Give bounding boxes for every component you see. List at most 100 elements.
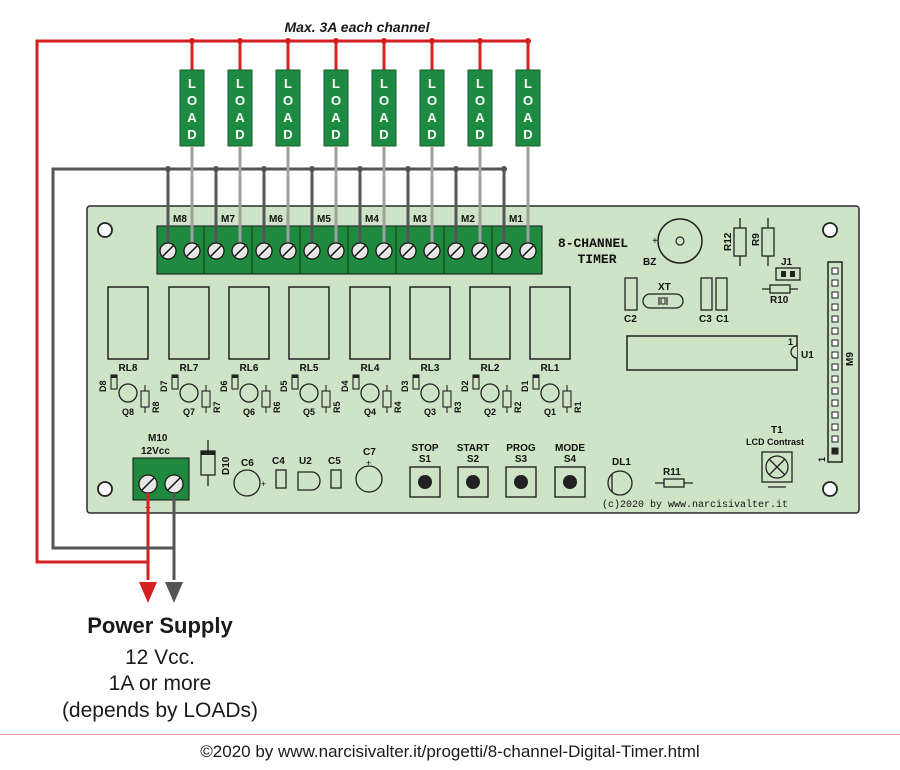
c7-plus: + [366, 458, 371, 468]
load-rect [371, 69, 397, 147]
header-pin [831, 315, 839, 323]
mounting-hole [97, 222, 113, 238]
diode-label: D1 [520, 380, 530, 392]
transistor [540, 383, 560, 403]
resistor-label: R8 [151, 401, 161, 413]
resistor [382, 390, 392, 408]
load-letter: O [283, 93, 293, 108]
r12-label: R12 [723, 232, 734, 251]
u1-label: U1 [801, 350, 814, 361]
screw-slot [473, 244, 487, 258]
r12-body [733, 227, 747, 257]
switch-function-label: MODE [555, 443, 585, 454]
wire-junction [477, 38, 483, 44]
terminal-label: M8 [173, 214, 187, 225]
load-letter: D [475, 127, 484, 142]
resistor-label: R5 [332, 401, 342, 413]
load-letter: A [523, 110, 533, 125]
footer-divider [0, 734, 900, 735]
regulator-u2 [297, 471, 321, 491]
screw-slot [353, 244, 367, 258]
transistor-label: Q7 [183, 407, 195, 417]
crystal-symbol [660, 297, 666, 305]
screw-slot [281, 244, 295, 258]
max-current-note: Max. 3A each channel [285, 19, 431, 35]
header-pin [831, 303, 839, 311]
load-letter: A [427, 110, 437, 125]
load-letter: A [187, 110, 197, 125]
header-pin [831, 339, 839, 347]
wire-junction [285, 38, 291, 44]
m10-voltage-label: 12Vcc [141, 446, 170, 457]
r9-label: R9 [751, 233, 762, 246]
relay-label: RL7 [180, 363, 199, 374]
relay-label: RL8 [119, 363, 138, 374]
transistor-label: Q6 [243, 407, 255, 417]
transistor-label: Q2 [484, 407, 496, 417]
resistor [562, 390, 572, 408]
diode-band [172, 375, 178, 378]
relay [228, 286, 270, 360]
c5-label: C5 [328, 456, 341, 467]
footer-credit: ©2020 by www.narcisivalter.it/progetti/8… [200, 742, 700, 761]
load-letter: O [475, 93, 485, 108]
ic-u1 [626, 335, 798, 371]
load-letter: O [427, 93, 437, 108]
board-title-line1: 8-CHANNEL [558, 236, 628, 251]
transistor-label: Q8 [122, 407, 134, 417]
wire-junction [357, 166, 363, 172]
load-letter: L [188, 76, 196, 91]
load-rect [227, 69, 253, 147]
wire-junction [429, 38, 435, 44]
load-rect [515, 69, 541, 147]
terminal-label: M1 [509, 214, 523, 225]
wire-junction [309, 166, 315, 172]
dl1-label: DL1 [612, 457, 631, 468]
diode-band [292, 375, 298, 378]
header-pin [831, 423, 839, 431]
r10-label: R10 [770, 295, 789, 306]
relay [107, 286, 149, 360]
load-rect [419, 69, 445, 147]
switch-function-label: START [457, 443, 490, 454]
m9-label: M9 [845, 352, 856, 366]
mounting-hole [822, 222, 838, 238]
header-pin [831, 387, 839, 395]
switch-function-label: STOP [411, 443, 438, 454]
transistor [179, 383, 199, 403]
resistor [140, 390, 150, 408]
header-pin [831, 291, 839, 299]
push-button-cap [514, 475, 528, 489]
transistor [118, 383, 138, 403]
header-pin [831, 435, 839, 443]
resistor-label: R3 [453, 401, 463, 413]
capacitor-c3 [700, 277, 713, 311]
wire-junction [261, 166, 267, 172]
r10-body [769, 284, 791, 294]
gray-bus-wire [51, 167, 504, 550]
trimmer-slot [768, 458, 786, 476]
transistor [299, 383, 319, 403]
resistor-label: R7 [212, 401, 222, 413]
c7-label: C7 [363, 447, 376, 458]
header-pin [831, 447, 839, 455]
relay [349, 286, 391, 360]
load-block: LOAD [371, 69, 397, 147]
wire-junction [525, 38, 531, 44]
load-letter: O [187, 93, 197, 108]
screw-slot [449, 244, 463, 258]
load-letter: L [380, 76, 388, 91]
c1-label: C1 [716, 314, 729, 325]
screw-slot [161, 244, 175, 258]
load-letter: L [236, 76, 244, 91]
diode-band [232, 375, 238, 378]
d10-label: D10 [221, 456, 232, 475]
c2-label: C2 [624, 314, 637, 325]
diode-band [353, 375, 359, 378]
load-letter: D [331, 127, 340, 142]
wire-junction [237, 38, 243, 44]
transistor-label: Q4 [364, 407, 376, 417]
switch-id-label: S2 [467, 454, 480, 465]
load-letter: O [379, 93, 389, 108]
diode-band [533, 375, 539, 378]
